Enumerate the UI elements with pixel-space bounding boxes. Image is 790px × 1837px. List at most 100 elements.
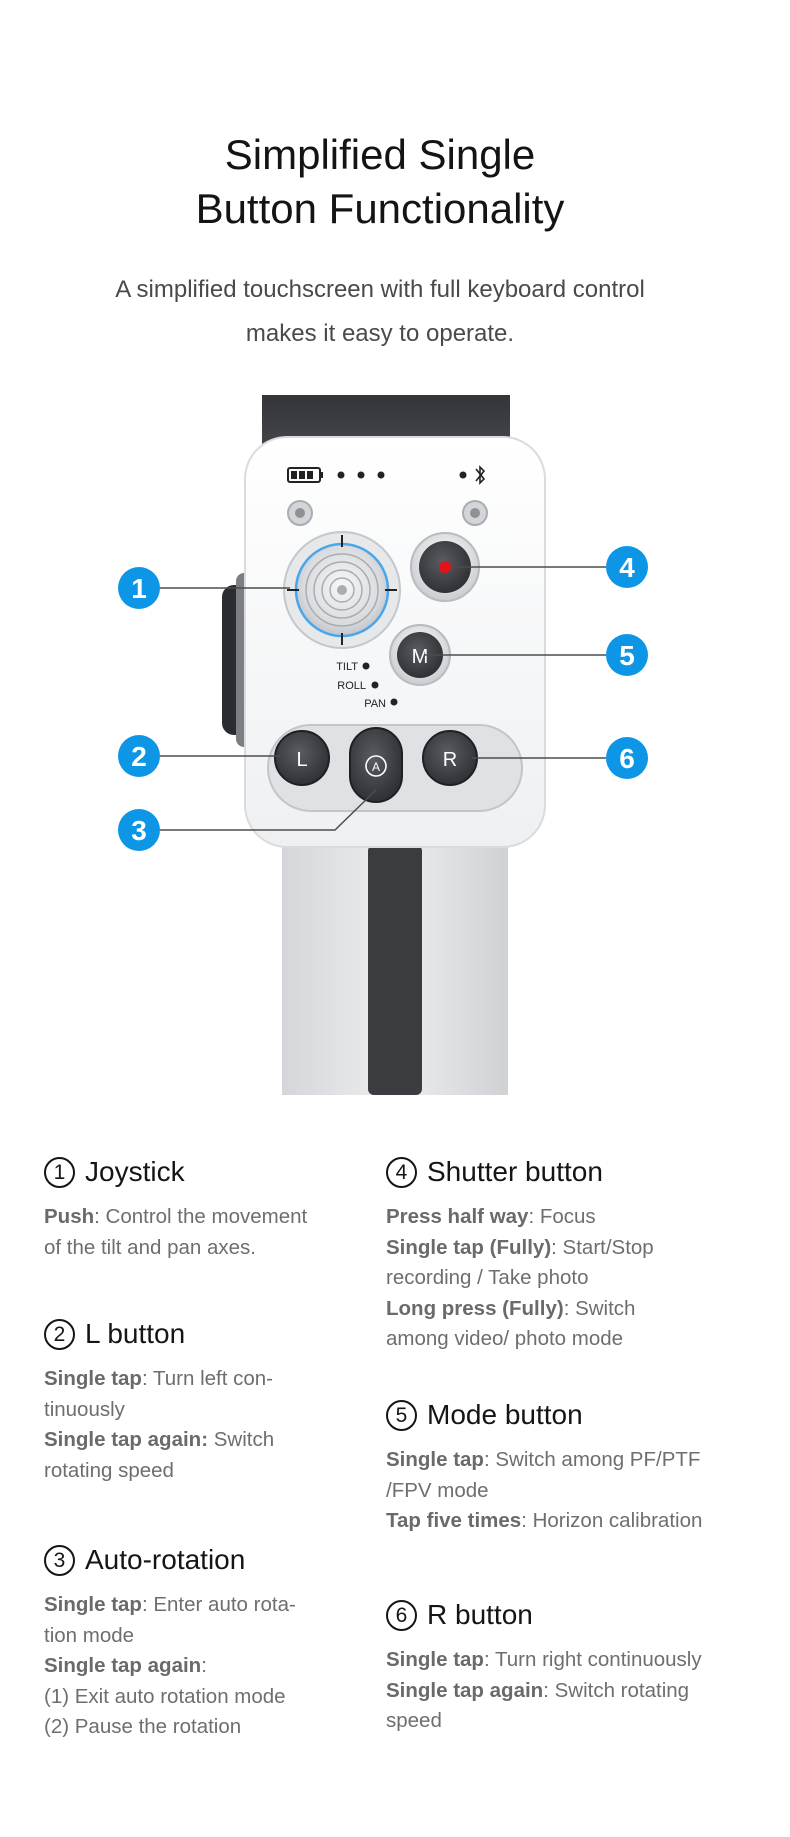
joystick[interactable] [283,531,401,649]
svg-text:5: 5 [619,640,635,671]
svg-text:3: 3 [131,815,147,846]
body-line: Push: Control the movement [44,1205,308,1228]
page-title-line-2: Button Functionality [195,185,565,232]
svg-text:1: 1 [131,573,147,604]
section-title: Auto-rotation [85,1544,246,1575]
body-line: /FPV mode [386,1478,489,1502]
status-dot [337,471,345,479]
tilt-label: TILT [336,661,358,673]
section-auto-rotation: 3 Auto-rotation Single tap: Enter auto r… [44,1540,374,1743]
section-heading: 3 Auto-rotation [44,1540,374,1580]
section-title: Shutter button [427,1156,603,1187]
record-indicator [439,561,451,573]
body-line: Single tap (Fully): Start/Stop [386,1235,654,1259]
section-body: Single tap: Switch among PF/PTF /FPV mod… [386,1445,716,1537]
body-line: Single tap: Turn left con- [44,1367,273,1390]
status-dot [459,471,467,479]
section-title: Joystick [85,1156,185,1187]
section-heading: 4 Shutter button [386,1152,716,1192]
section-number: 2 [44,1318,75,1350]
l-button-label: L [296,749,307,771]
page-title-line-1: Simplified Single [224,131,536,178]
body-line: Tap five times: Horizon calibration [386,1509,703,1532]
section-title: R button [427,1599,533,1630]
battery-cell [307,471,313,479]
section-heading: 2 L button [44,1314,374,1354]
battery-tip [320,472,323,478]
pan-label: PAN [364,698,386,710]
battery-cell [291,471,297,479]
body-line: (2) Pause the rotation [44,1715,242,1738]
section-number: 4 [386,1156,417,1188]
section-title: Mode button [427,1399,583,1430]
section-body: Single tap: Turn right continuously Sing… [386,1645,716,1737]
body-line: rotating speed [44,1458,174,1482]
roll-indicator-dot [371,681,379,689]
callout-4: 4 [606,546,648,588]
section-title: L button [85,1318,186,1349]
section-body: Press half way: Focus Single tap (Fully)… [386,1202,716,1355]
status-dot [357,471,365,479]
section-heading: 6 R button [386,1595,716,1635]
battery-cell [299,471,305,479]
auto-rotation-icon [365,755,387,777]
callout-1: 1 [118,567,160,609]
section-shutter-button: 4 Shutter button Press half way: Focus S… [386,1152,716,1355]
callout-5: 5 [606,634,648,676]
body-line: speed [386,1709,442,1732]
body-line: Single tap again: Switch [44,1428,275,1451]
callout-6: 6 [606,737,648,779]
roll-label: ROLL [337,680,366,692]
body-line: among video/ photo mode [386,1327,624,1350]
section-number: 3 [44,1544,75,1576]
page-subtitle: A simplified touchscreen with full keybo… [0,268,760,356]
leader-line-3 [160,789,377,831]
screw-left-hex [295,508,305,518]
body-line: of the tilt and pan axes. [44,1235,256,1259]
tilt-indicator-dot [362,662,370,670]
auto-rotation-button[interactable] [349,727,403,803]
section-heading: 5 Mode button [386,1395,716,1435]
auto-button-label: A [372,760,380,774]
bluetooth-icon [475,465,486,485]
r-button-label: R [443,749,457,771]
section-joystick: 1 Joystick Push: Control the movement of… [44,1152,374,1263]
section-heading: 1 Joystick [44,1152,374,1192]
mode-button-label: M [412,646,429,668]
svg-text:2: 2 [131,741,147,772]
body-line: Long press (Fully): Switch [386,1296,636,1320]
section-number: 5 [386,1399,417,1431]
l-button[interactable] [274,730,330,786]
body-line: Single tap again: [44,1654,207,1677]
body-line: (1) Exit auto rotation mode [44,1684,286,1708]
body-line: Single tap again: Switch rotating [386,1678,690,1702]
svg-text:6: 6 [619,743,635,774]
mode-button[interactable] [389,624,451,686]
section-body: Single tap: Turn left con- tinuously Sin… [44,1364,374,1486]
page-title: Simplified Single Button Functionality [0,128,760,236]
handle-grip-stripe [368,845,422,1095]
gimbal-control-panel-illustration: M TILT ROLL PAN L A R 1 2 3 4 5 [118,395,648,1095]
body-line: Single tap: Turn right continuously [386,1648,702,1671]
svg-text:4: 4 [619,552,635,583]
body-line: recording / Take photo [386,1266,589,1289]
section-r-button: 6 R button Single tap: Turn right contin… [386,1595,716,1737]
status-dot [377,471,385,479]
body-line: Press half way: Focus [386,1205,596,1228]
body-line: tion mode [44,1623,135,1647]
section-number: 6 [386,1599,417,1631]
section-number: 1 [44,1156,75,1188]
pan-indicator-dot [390,698,398,706]
section-mode-button: 5 Mode button Single tap: Switch among P… [386,1395,716,1537]
callout-2: 2 [118,735,160,777]
body-line: tinuously [44,1397,125,1421]
section-body: Single tap: Enter auto rota- tion mode S… [44,1590,374,1743]
page-subtitle-line-1: A simplified touchscreen with full keybo… [115,276,645,303]
page-subtitle-line-2: makes it easy to operate. [245,320,515,347]
callout-3: 3 [118,809,160,851]
shutter-button[interactable] [410,532,480,602]
screw-right-hex [470,508,480,518]
body-line: Single tap: Enter auto rota- [44,1593,296,1616]
body-line: Single tap: Switch among PF/PTF [386,1448,701,1471]
section-l-button: 2 L button Single tap: Turn left con- ti… [44,1314,374,1486]
